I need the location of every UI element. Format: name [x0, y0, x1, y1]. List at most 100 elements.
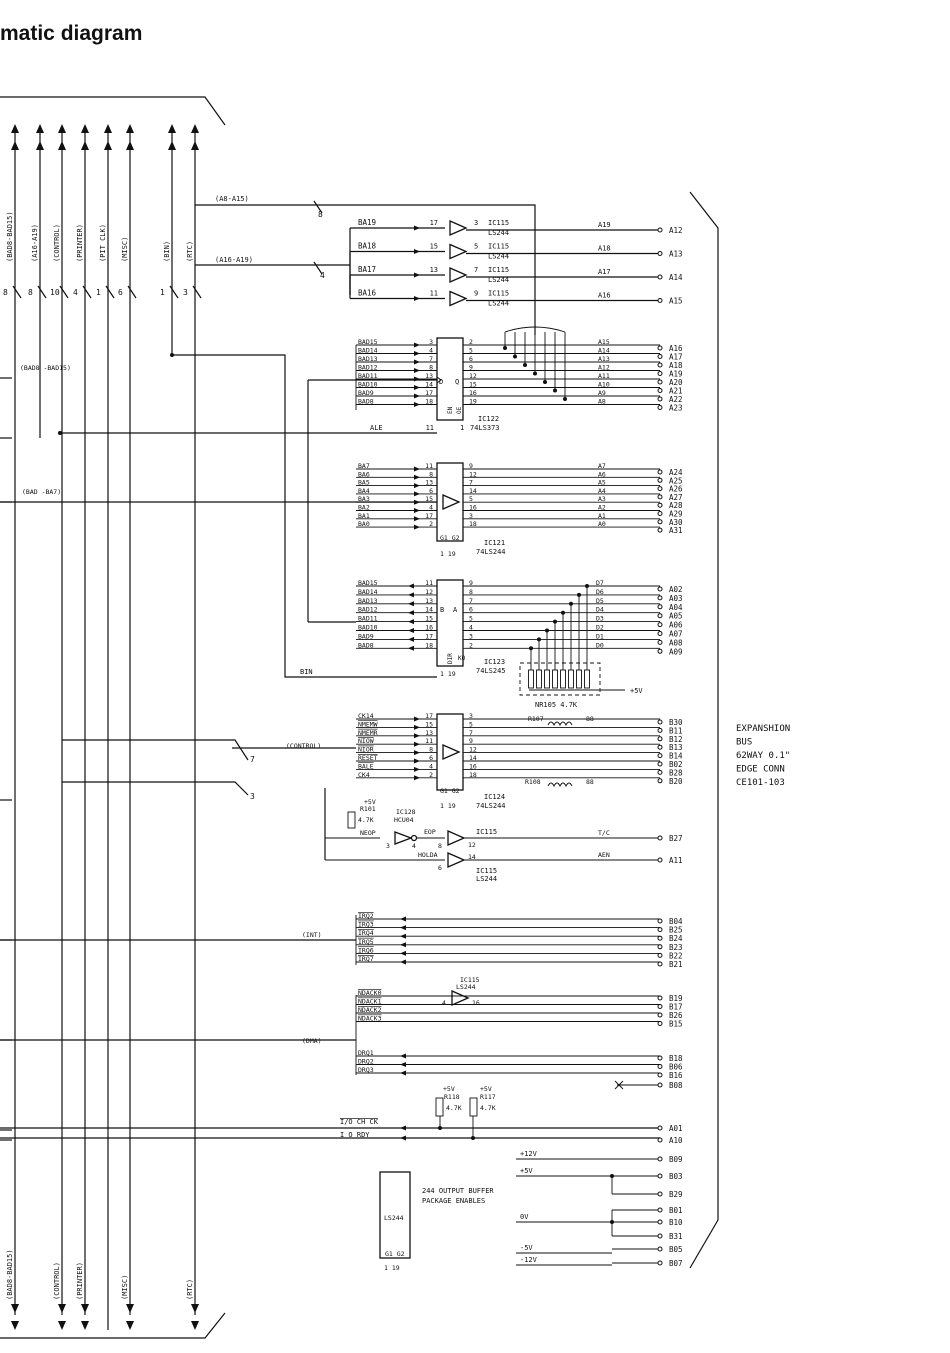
ic122-merge-dot-1 [513, 354, 517, 359]
ic123-pullup-dot-7 [529, 646, 533, 651]
bus-arrow-bottom-4 [191, 1321, 199, 1330]
ic122-pin-4: A20 [669, 378, 683, 387]
ic124-in-5: RESET [358, 754, 378, 762]
ic123-pullup-dot-4 [553, 619, 557, 624]
ic123-pullup-dot-0 [585, 584, 589, 588]
power-pin-0-0-terminal [657, 1156, 663, 1162]
ic123-pin-1: A03 [669, 594, 683, 603]
ic121-out-4: A3 [598, 495, 606, 503]
ic122-merge-dot-0 [503, 346, 507, 350]
io-rdy-label: I O RDY [340, 1131, 370, 1139]
ic123-type: 74LS245 [476, 667, 506, 675]
ic123-out-pin-0: 9 [469, 579, 473, 587]
ic122-in-arrow-0 [414, 342, 420, 348]
ic124-r108 [547, 782, 573, 788]
drq-arrow-0 [400, 1053, 406, 1059]
ic121-out-pin-7: 18 [469, 520, 477, 528]
int-arrow-3 [400, 942, 406, 948]
power-label-1: +5V [520, 1167, 533, 1175]
ic123-out-pin-4: 5 [469, 615, 473, 623]
ic124-pin-3-terminal [657, 744, 663, 750]
ic122-clock-marker [436, 376, 442, 384]
ic128-type: HCU04 [394, 816, 414, 824]
ic115-in-arrow-1 [414, 249, 420, 254]
ic115-dma-name: IC115 [460, 976, 480, 984]
tap-label-dma: (DMA) [302, 1037, 322, 1045]
power-pin-4-0-terminal [657, 1260, 663, 1266]
ic122-out-pin-3: 9 [469, 364, 473, 372]
bus-arrow-bottom2-4 [191, 1304, 199, 1313]
nack-label-0: NDACK0 [358, 989, 382, 997]
ic122-out-pin-2: 6 [469, 355, 473, 363]
int-arrow-2 [400, 933, 406, 939]
ic115-name-0: IC115 [488, 219, 509, 227]
ic115-aen: AEN [598, 851, 610, 859]
ic115-pin-2: A14 [669, 273, 683, 282]
ic124-in-4: NIOR [358, 746, 374, 754]
tap-count-a16: 4 [320, 271, 325, 280]
bus-bottom-label-3: (MISC) [121, 1275, 129, 1300]
ic122-in-arrow-6 [414, 393, 420, 399]
nack-pin-3: B15 [669, 1020, 683, 1029]
drq-pin-0-terminal [657, 1055, 663, 1061]
ic115-pin-3-terminal [657, 298, 663, 303]
tap-label-a16-a19: (A16-A19) [215, 256, 253, 264]
bus-label-6: (BIN) [163, 241, 171, 262]
int-arrow-4 [400, 950, 406, 956]
ic122-out-pin-5: 15 [469, 381, 477, 389]
ic122-in-1: BAD14 [358, 347, 378, 355]
ic123-out-2: D5 [596, 597, 604, 605]
ic121-pin-2: A26 [669, 485, 683, 494]
ic122-pin-0: A16 [669, 344, 683, 353]
ic123-out-7: D0 [596, 641, 604, 649]
ic121-in-4: BA3 [358, 495, 370, 503]
ic124-in-1: NMEMW [358, 720, 378, 728]
int-pin-1-terminal [657, 927, 663, 933]
int-arrow-0 [400, 916, 406, 922]
ic122-d: D [439, 378, 443, 386]
rdy-arrow [400, 1135, 406, 1141]
ic121-out-pin-4: 5 [469, 495, 473, 503]
int-pin-0: B04 [669, 917, 683, 926]
ic123-ko: KO [458, 655, 466, 662]
ic122-pin-7: A23 [669, 404, 683, 413]
ic121-pin-0-terminal [657, 469, 663, 475]
ic115-pin-in-0: 17 [430, 219, 438, 227]
tap-label-a8-a15: (A8-A15) [215, 195, 249, 203]
ic124-in-arrow-3 [414, 741, 420, 747]
ic124-gate-pins: 1 19 [440, 802, 456, 810]
ic128-res-val: 4.7K [358, 816, 374, 824]
power-label-2: 0V [520, 1213, 529, 1221]
io-chck-pin-terminal [657, 1125, 663, 1131]
ic128-eop: EOP [424, 828, 436, 836]
ic122-in-4: BAD11 [358, 372, 378, 380]
ic123-in-5: BAD10 [358, 624, 378, 632]
ic122-pin-2-terminal [657, 362, 663, 368]
ic121-pin-3: A27 [669, 493, 683, 502]
ic121-buffer-symbol [442, 494, 461, 510]
ic123-out-3: D4 [596, 606, 604, 614]
ic115-tc-pin-terminal [657, 835, 663, 841]
power-dot-1 [610, 1174, 614, 1178]
ic122-merge-dot-6 [563, 397, 567, 401]
ic122-in-arrow-5 [414, 385, 420, 390]
ic122-name: IC122 [478, 415, 499, 423]
power-pin-1-1: B29 [669, 1190, 683, 1199]
ic115-sig-1: A18 [598, 245, 611, 253]
ic121-in-arrow-2 [414, 483, 420, 489]
ic122-pin-3-terminal [657, 371, 663, 376]
ic122-out-7: A8 [598, 398, 606, 406]
ic123-in-pin-3: 14 [425, 606, 433, 614]
io-rdy-pin: A10 [669, 1136, 683, 1145]
bus-count-1: 8 [28, 288, 33, 297]
ic115-pin-0-terminal [657, 227, 663, 233]
ic123-pin-3-terminal [657, 613, 663, 619]
ic122-out-pin-6: 16 [469, 389, 477, 397]
ic122-pin-5: A21 [669, 387, 683, 396]
bus-count-0: 8 [3, 288, 8, 297]
ic124-pin-6-terminal [657, 769, 663, 775]
ic123-pullup-dot-2 [569, 601, 573, 606]
nr105-resistor-4 [552, 669, 558, 689]
ic121-pin-1-terminal [657, 477, 663, 483]
ic122-out-0: A15 [598, 338, 610, 346]
